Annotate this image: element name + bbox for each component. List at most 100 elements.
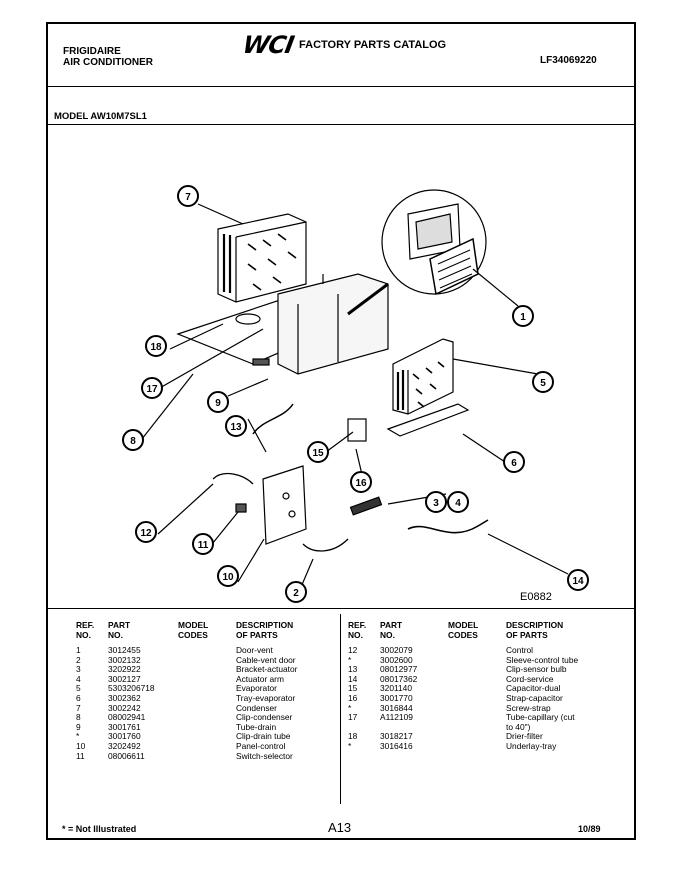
col-model: MODEL CODES: [448, 620, 479, 640]
chassis-frame: [277, 273, 389, 375]
callout-9: 9: [207, 391, 229, 413]
svg-text:7: 7: [185, 192, 191, 203]
description: Screw-strap: [506, 702, 551, 713]
callout-4: 4: [447, 491, 469, 513]
table-row: 5 5303206718 Evaporator: [76, 684, 336, 694]
callout-13: 13: [225, 415, 247, 437]
model-codes: [448, 732, 506, 742]
svg-text:5: 5: [540, 378, 546, 389]
description: Drier-filter: [506, 731, 543, 742]
description: Cable-vent door: [236, 654, 296, 665]
catalog-title: FACTORY PARTS CATALOG: [299, 39, 447, 51]
callout-14: 14: [567, 569, 589, 591]
ref-no: *: [348, 740, 352, 751]
model-codes: [448, 704, 506, 714]
ref-no: 11: [76, 750, 85, 761]
wci-logo: WCI: [240, 31, 296, 59]
header-divider: [48, 86, 634, 87]
col-desc: DESCRIPTION OF PARTS: [236, 620, 294, 640]
model-codes: [178, 646, 236, 656]
ref-no: 4: [76, 673, 81, 684]
model-codes: [178, 732, 236, 742]
sensor-bulb-part: [349, 496, 383, 516]
svg-text:2: 2: [293, 588, 299, 599]
ref-no: 6: [76, 692, 81, 703]
col-part: PART NO.: [380, 620, 403, 640]
description: Door-vent: [236, 645, 273, 655]
print-date: 10/89: [578, 824, 601, 834]
description: Cord-service: [506, 673, 554, 684]
part-no: 08017362: [380, 673, 418, 684]
col-model: MODEL CODES: [178, 620, 209, 640]
ref-no: 10: [76, 740, 86, 751]
condenser-part: [392, 338, 454, 415]
col-ref: REF. NO.: [76, 620, 95, 640]
model-divider: [48, 124, 634, 125]
brand-block: FRIGIDAIRE AIR CONDITIONER: [63, 46, 153, 68]
part-no: 3201140: [380, 683, 412, 694]
ref-no: 17: [348, 712, 358, 723]
svg-text:8: 8: [130, 436, 136, 447]
part-no: 5303206718: [108, 683, 155, 694]
description: Evaporator: [236, 683, 277, 694]
description: Bracket-actuator: [236, 664, 298, 675]
description: Control: [506, 645, 533, 655]
parts-table-right: REF. NO. PART NO. MODEL CODES DESCRIPTIO…: [348, 620, 616, 752]
ref-no: 18: [348, 731, 358, 742]
description: Underlay-tray: [506, 740, 557, 751]
ref-no: 16: [348, 692, 358, 703]
svg-text:13: 13: [230, 422, 242, 433]
model-label: MODEL AW10M7SL1: [54, 111, 147, 122]
parts-table-left: REF. NO. PART NO. MODEL CODES DESCRIPTIO…: [76, 620, 336, 761]
ref-no: 5: [76, 683, 81, 694]
part-no: 3002127: [108, 673, 141, 684]
model-codes: [178, 656, 236, 666]
description: Panel-control: [236, 740, 286, 751]
callout-2: 2: [285, 581, 307, 603]
service-cord: [407, 519, 489, 534]
description: Strap-capacitor: [506, 692, 563, 703]
svg-text:1: 1: [520, 312, 526, 323]
part-no: 3001761: [108, 721, 141, 732]
svg-text:9: 9: [215, 398, 221, 409]
model-codes: [178, 665, 236, 675]
catalog-page: FRIGIDAIRE AIR CONDITIONER WCI FACTORY P…: [46, 22, 636, 840]
callout-6: 6: [503, 451, 525, 473]
table-row: to 40"): [348, 722, 616, 733]
table-header: REF. NO. PART NO. MODEL CODES DESCRIPTIO…: [76, 620, 336, 640]
catalog-title-block: WCI FACTORY PARTS CATALOG: [240, 31, 447, 59]
model-codes: [448, 656, 506, 666]
ref-no: 14: [348, 673, 358, 684]
part-no: 3002132: [108, 654, 141, 665]
description: Tube-capillary (cut: [506, 712, 575, 723]
callout-7: 7: [177, 185, 199, 207]
part-no: 3012455: [108, 645, 141, 655]
model-codes: [178, 713, 236, 723]
table-header: REF. NO. PART NO. MODEL CODES DESCRIPTIO…: [348, 620, 616, 640]
svg-text:6: 6: [511, 458, 517, 469]
svg-text:15: 15: [312, 448, 324, 459]
callout-17: 17: [141, 377, 163, 399]
ref-no: 3: [76, 664, 81, 675]
svg-text:16: 16: [355, 478, 367, 489]
callout-8: 8: [122, 429, 144, 451]
model-codes: [448, 665, 506, 675]
description: Clip-sensor bulb: [506, 664, 567, 675]
footnote: * = Not Illustrated: [62, 824, 137, 834]
exploded-parts-diagram: 7 1 5 6 3 4 14 2 10 11 12 8 17 18 9 13 1…: [122, 185, 589, 603]
